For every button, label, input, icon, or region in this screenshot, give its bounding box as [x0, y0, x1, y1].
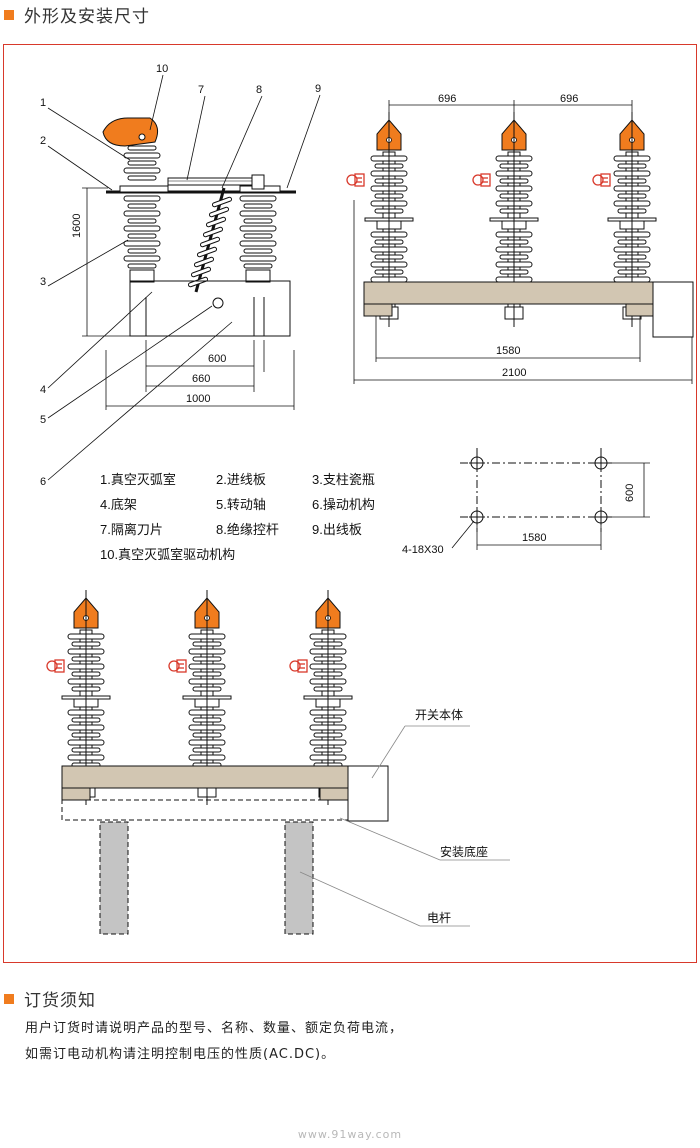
callout-1: 1	[40, 97, 46, 109]
ordering-line-1: 用户订货时请说明产品的型号、名称、数量、额定负荷电流，	[25, 1021, 404, 1036]
callout-6: 6	[40, 476, 46, 488]
legend-item-8: 8.绝缘控杆	[216, 522, 279, 537]
callout-7: 7	[198, 84, 204, 96]
dim-1000: 1000	[186, 393, 210, 405]
dimensions-header: 外形及安装尺寸	[0, 2, 150, 27]
section-marker-icon	[4, 993, 14, 1004]
legend-item-7: 7.隔离刀片	[100, 522, 163, 537]
legend-item-9: 9.出线板	[312, 522, 362, 537]
dim-660: 660	[192, 373, 210, 385]
drawing-frame	[3, 44, 697, 963]
dim-696-right: 696	[560, 93, 578, 105]
dim-1580: 1580	[496, 345, 520, 357]
side-view: 696 696 1580 2100	[346, 93, 694, 384]
legend: 1.真空灭弧室 2.进线板 3.支柱瓷瓶 4.底架 5.转动轴 6.操动机构 7…	[100, 472, 375, 562]
callout-8: 8	[256, 84, 262, 96]
dim-hole-600: 600	[624, 484, 636, 502]
mount-holes: 600 1580 4-18X30	[402, 448, 650, 556]
legend-item-10: 10.真空灭弧室驱动机构	[100, 547, 235, 562]
label-switch-body: 开关本体	[415, 708, 463, 722]
holes-label: 4-18X30	[402, 544, 444, 556]
legend-item-1: 1.真空灭弧室	[100, 472, 176, 487]
label-pole: 电杆	[427, 911, 451, 925]
callout-5: 5	[40, 414, 46, 426]
dim-696-left: 696	[438, 93, 456, 105]
ordering-line-2: 如需订电动机构请注明控制电压的性质(AC.DC)。	[25, 1047, 336, 1062]
front-view: 10 7 8 9 1 2 3 4 5 6 1600 600 660 1000	[40, 63, 321, 488]
section-marker-icon	[4, 9, 14, 20]
install-view: 开关本体 安装底座 电杆	[46, 589, 510, 935]
callout-4: 4	[40, 384, 46, 396]
legend-item-4: 4.底架	[100, 497, 137, 512]
dim-600: 600	[208, 353, 226, 365]
callout-10: 10	[156, 63, 168, 75]
callout-3: 3	[40, 276, 46, 288]
label-mount-base: 安装底座	[440, 844, 488, 859]
callout-9: 9	[315, 83, 321, 95]
legend-item-3: 3.支柱瓷瓶	[312, 472, 375, 487]
dim-1600: 1600	[71, 214, 83, 238]
dim-hole-1580: 1580	[522, 532, 546, 544]
dim-2100: 2100	[502, 367, 526, 379]
dimensions-title: 外形及安装尺寸	[24, 7, 150, 27]
footer-watermark: www.91way.com	[297, 1128, 403, 1141]
ordering-title: 订货须知	[24, 991, 96, 1011]
ordering-header: 订货须知	[0, 986, 96, 1011]
legend-item-5: 5.转动轴	[216, 497, 266, 512]
legend-item-2: 2.进线板	[216, 472, 266, 487]
callout-2: 2	[40, 135, 46, 147]
legend-item-6: 6.操动机构	[312, 497, 375, 512]
